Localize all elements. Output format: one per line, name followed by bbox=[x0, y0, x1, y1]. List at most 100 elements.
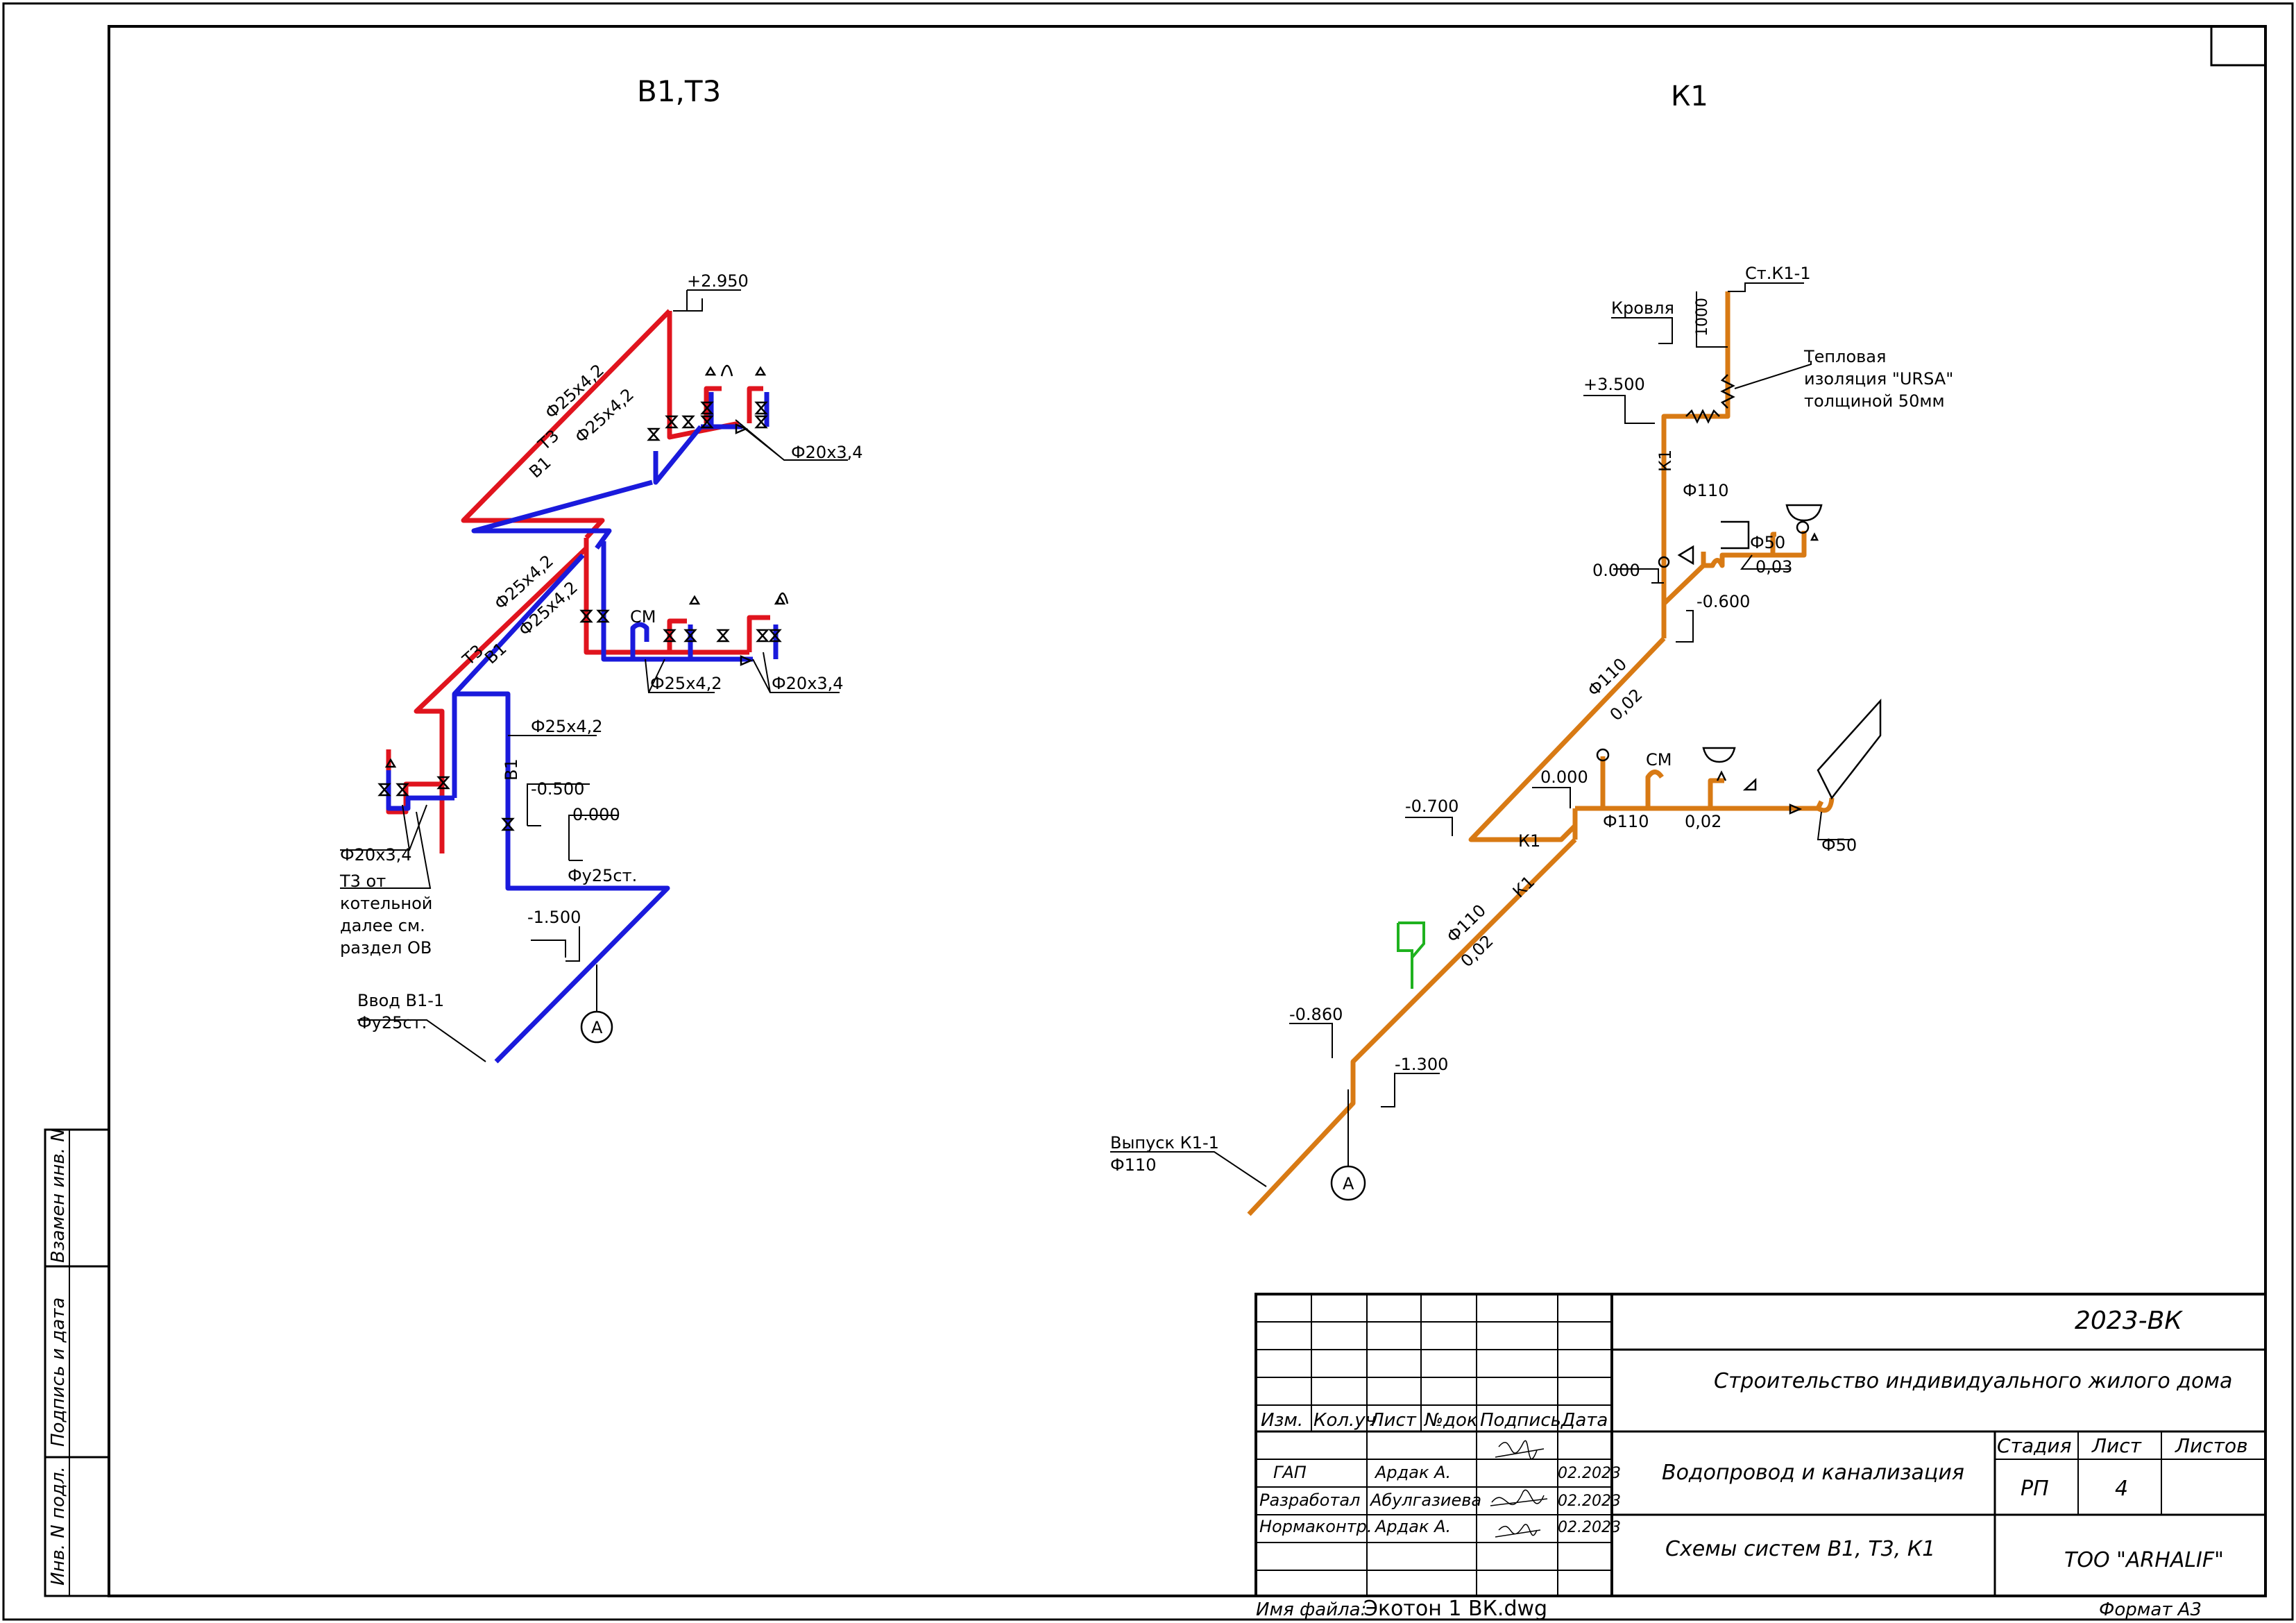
stage-value: РП bbox=[2021, 1477, 2049, 1501]
insul-line-3: толщиной 50мм bbox=[1804, 391, 1945, 411]
riser-label: Ст.К1-1 bbox=[1745, 264, 1811, 283]
right-diagram-title: К1 bbox=[1671, 80, 1708, 112]
mark-0860: -0.860 bbox=[1289, 1005, 1343, 1024]
mark-3500: +3.500 bbox=[1583, 375, 1645, 394]
dia-25f: Ф25х4,2 bbox=[531, 717, 603, 736]
file-name: Экотон 1 ВК.dwg bbox=[1363, 1597, 1547, 1621]
mark-0500: -0.500 bbox=[531, 779, 584, 799]
mark-0700: -0.700 bbox=[1405, 797, 1459, 816]
t3-label-a: Т3 bbox=[534, 426, 563, 455]
k1-label-a: К1 bbox=[1656, 450, 1675, 472]
cm-label-left: СМ bbox=[630, 607, 656, 627]
sewer-pipes bbox=[1247, 291, 1835, 1216]
t3-fixture-4 bbox=[747, 615, 770, 652]
k1-fixture-cm bbox=[1645, 770, 1664, 808]
slope-002b: 0,02 bbox=[1685, 812, 1721, 831]
b1-lower-riser bbox=[601, 541, 753, 662]
row3-name: Ардак А. bbox=[1374, 1517, 1451, 1536]
green-fitting bbox=[1397, 921, 1425, 989]
project-name: Строительство индивидуального жилого дом… bbox=[1714, 1369, 2232, 1393]
side-stamp: Взамен инв. N Подпись и дата Инв. N подл… bbox=[44, 1128, 110, 1597]
sheet-title: Схемы систем В1, Т3, К1 bbox=[1665, 1537, 1935, 1561]
note-line-2: котельной bbox=[340, 894, 432, 913]
mark-0600: -0.600 bbox=[1697, 592, 1750, 611]
zigzag-horizontal bbox=[1685, 409, 1720, 424]
side-stamp-signature: Подпись и дата bbox=[48, 1298, 69, 1447]
insul-line-2: изоляция "URSA" bbox=[1804, 369, 1953, 389]
t3-fixture-1 bbox=[704, 386, 722, 423]
vypusk-line-2: Ф110 bbox=[1110, 1155, 1156, 1175]
fixtures-right bbox=[1596, 374, 1882, 815]
file-label: Имя файла: bbox=[1256, 1599, 1366, 1620]
sink-bowl bbox=[1785, 504, 1823, 522]
row1-name: Ардак А. bbox=[1374, 1463, 1451, 1482]
mark-0000b: 0.000 bbox=[1540, 767, 1588, 787]
corner-box bbox=[2210, 25, 2267, 67]
t3-fixture-2 bbox=[747, 386, 763, 423]
k1-fixture-wc bbox=[1708, 778, 1724, 808]
doc-code: 2023-ВК bbox=[2075, 1307, 2183, 1335]
cm-label-right: СМ bbox=[1646, 750, 1672, 770]
sheet-label: Лист bbox=[2091, 1434, 2142, 1457]
cold-water-pipes bbox=[386, 392, 779, 1064]
title-block-text: 2023-ВК Строительство индивидуального жи… bbox=[1259, 1307, 2248, 1572]
dia-50a: Ф50 bbox=[1750, 533, 1785, 552]
t3-lower-diagonal bbox=[584, 538, 749, 655]
note-line-4: раздел ОВ bbox=[340, 938, 432, 958]
col-date: Дата bbox=[1561, 1410, 1608, 1431]
row2-name: Абулгазиева bbox=[1369, 1490, 1481, 1510]
row2-date: 02.2023 bbox=[1558, 1493, 1621, 1510]
k1-wash bbox=[1770, 532, 1776, 555]
b1-mixer-cm bbox=[630, 622, 649, 659]
title-block bbox=[1255, 1293, 2267, 1597]
dia-50b: Ф50 bbox=[1821, 835, 1857, 855]
vvod-line-1: Ввод В1-1 bbox=[357, 991, 444, 1010]
sheet-value: 4 bbox=[2115, 1477, 2128, 1501]
format-label: Формат А3 bbox=[2099, 1599, 2202, 1620]
b1-upper-diagonal bbox=[653, 425, 703, 485]
zigzag-insulation bbox=[1720, 374, 1735, 409]
k1-bath-trap bbox=[1817, 797, 1835, 813]
wc-bowl bbox=[1702, 747, 1736, 763]
left-node-a: А bbox=[591, 1018, 603, 1037]
mark-0000a: 0.000 bbox=[1592, 561, 1640, 580]
sink-hood bbox=[1721, 520, 1750, 550]
col-list: Лист bbox=[1370, 1410, 1417, 1431]
labels-left: +2.950 Ф25х4,2 Ф25х4,2 Т3 В1 Ф20х3,4 Ф25… bbox=[339, 271, 863, 1037]
signature-marks bbox=[1490, 1440, 1548, 1538]
b1-boiler-branch bbox=[386, 770, 454, 811]
row2-role: Разработал bbox=[1259, 1490, 1360, 1510]
side-stamp-replaced: Взамен инв. N bbox=[48, 1128, 69, 1263]
slope-003: 0,03 bbox=[1755, 557, 1792, 577]
fy25-label: Фу25ст. bbox=[568, 866, 637, 885]
side-stamp-inv: Инв. N подл. bbox=[48, 1466, 69, 1586]
mark-0000-left: 0.000 bbox=[572, 805, 620, 824]
bath bbox=[1817, 698, 1882, 800]
k1-label-b: К1 bbox=[1518, 831, 1540, 851]
row1-date: 02.2023 bbox=[1558, 1465, 1621, 1482]
row3-date: 02.2023 bbox=[1558, 1519, 1621, 1536]
dim-1000: 1000 bbox=[1694, 298, 1711, 337]
b1-label-c: В1 bbox=[502, 758, 521, 781]
dia-20c: Ф20х3,4 bbox=[340, 845, 412, 865]
col-kol: Кол.уч bbox=[1313, 1410, 1376, 1431]
row3-role: Нормаконтр. bbox=[1259, 1517, 1372, 1536]
sheets-label: Листов bbox=[2175, 1434, 2248, 1457]
right-node-a: А bbox=[1343, 1174, 1354, 1193]
roof-label: Кровля bbox=[1611, 298, 1674, 318]
dia-110c: Ф110 bbox=[1603, 812, 1649, 831]
mark-2950: +2.950 bbox=[687, 271, 749, 291]
b1-label-a: В1 bbox=[525, 452, 554, 482]
row1-role: ГАП bbox=[1273, 1463, 1307, 1482]
b1-main-riser bbox=[454, 691, 670, 1064]
dia-20b: Ф20х3,4 bbox=[772, 674, 844, 693]
k1-label-c: К1 bbox=[1509, 872, 1539, 902]
col-ndok: №док bbox=[1423, 1410, 1478, 1431]
vypusk-line-1: Выпуск К1-1 bbox=[1110, 1133, 1219, 1153]
stage-label: Стадия bbox=[1997, 1434, 2071, 1457]
inner-frame bbox=[108, 25, 2267, 1597]
k1-lower-diagonal bbox=[1247, 838, 1577, 1216]
k1-upper-branch bbox=[1662, 531, 1807, 606]
